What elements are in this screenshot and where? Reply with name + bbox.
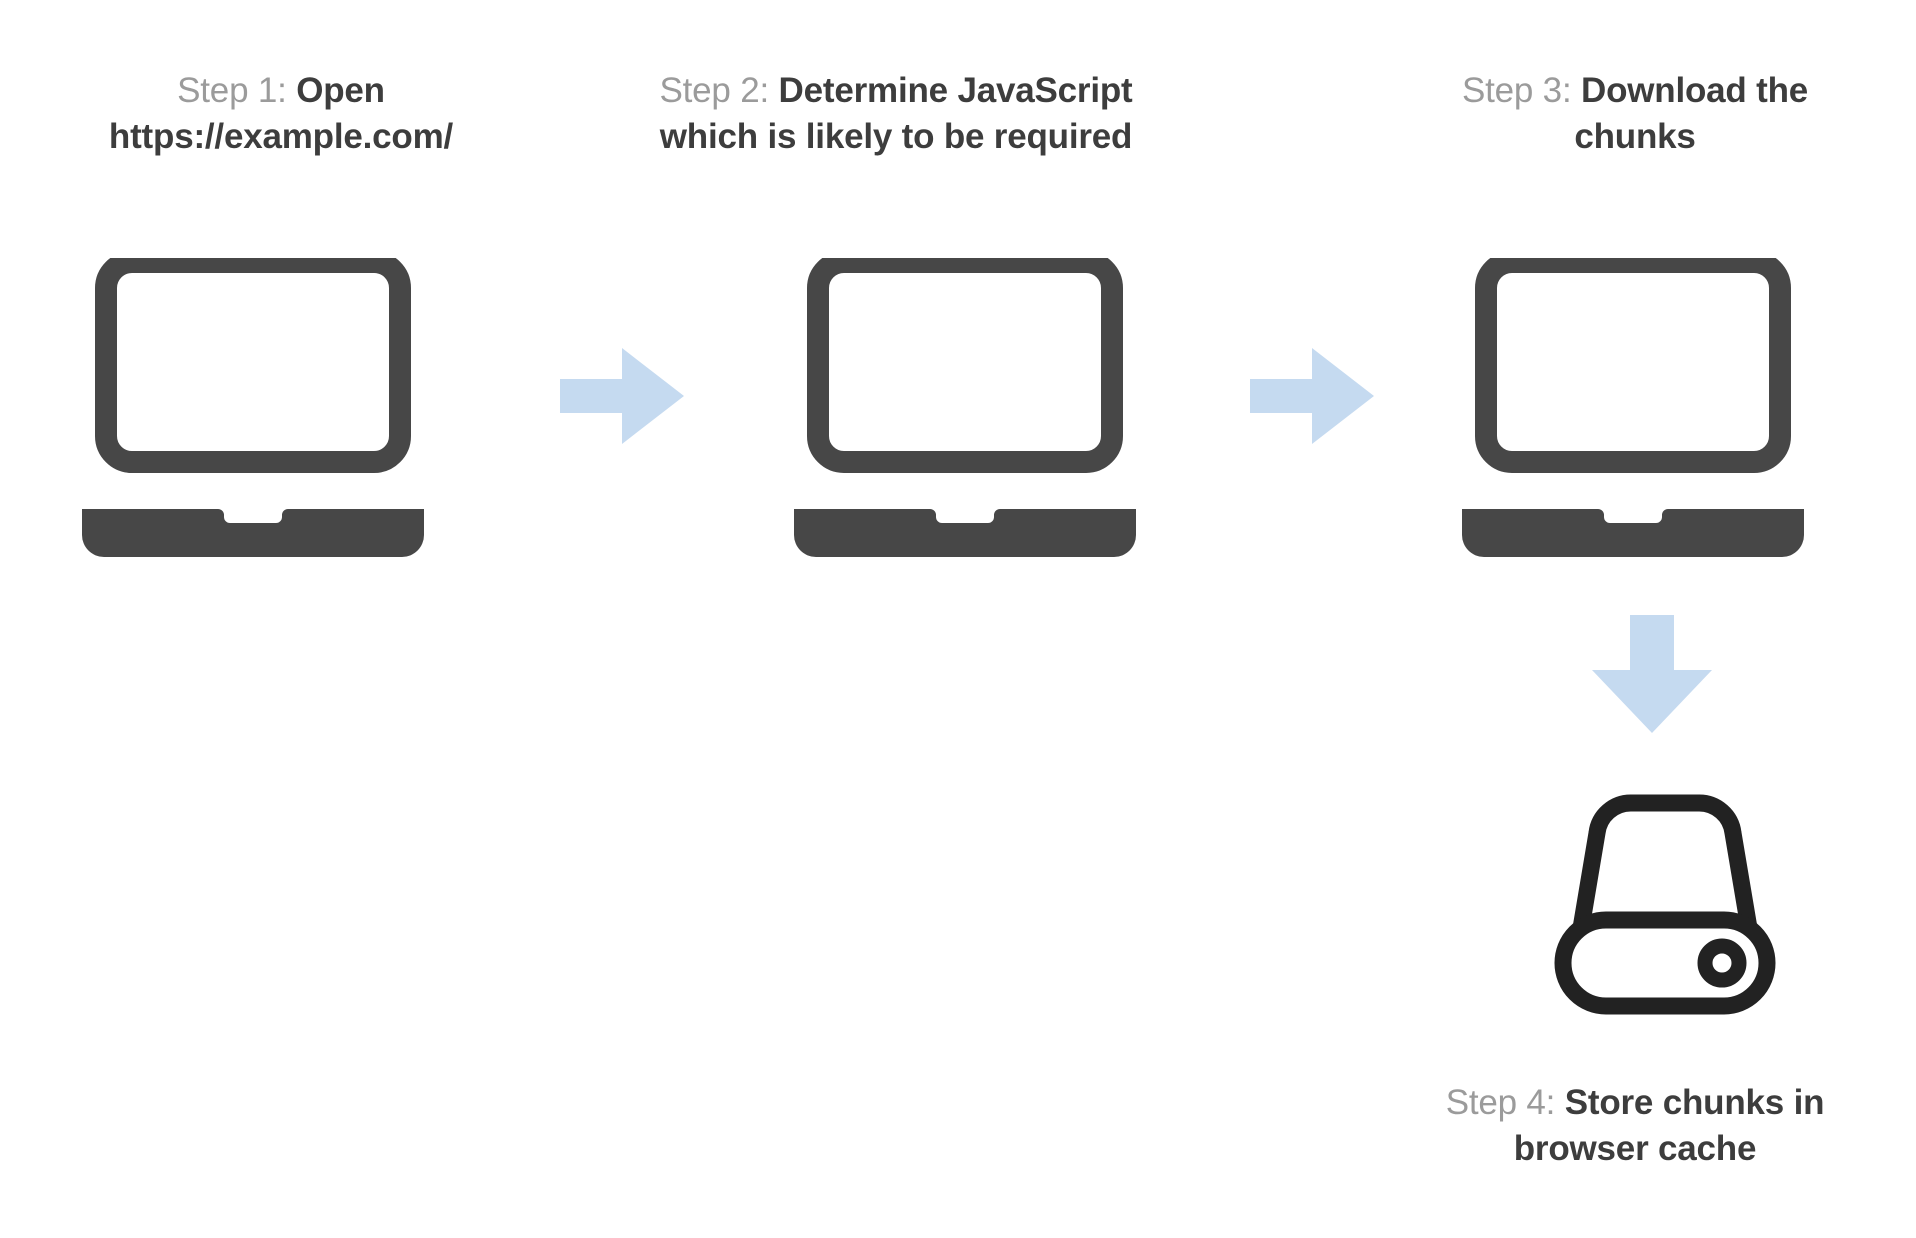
laptop-icon <box>790 251 1140 573</box>
step-3-caption: Step 3: Download the chunks <box>1414 68 1856 159</box>
step-4-caption: Step 4: Store chunks in browser cache <box>1414 1080 1856 1171</box>
step-2-caption: Step 2: Determine JavaScript which is li… <box>640 68 1152 159</box>
step-4-label: Step 4: <box>1445 1083 1565 1122</box>
step-2-label: Step 2: <box>659 71 779 110</box>
step-1-title: Open https://example.com/ <box>108 71 454 156</box>
laptop-icon <box>1458 251 1808 573</box>
step-1-caption: Step 1: Open https://example.com/ <box>46 68 516 159</box>
laptop-icon <box>78 251 428 573</box>
step-3-title: Download the chunks <box>1574 71 1809 156</box>
arrow-down-icon <box>1592 615 1712 738</box>
arrow-right-icon <box>560 348 684 449</box>
step-4-title: Store chunks in browser cache <box>1513 1083 1825 1168</box>
arrow-right-icon <box>1250 348 1374 449</box>
step-1-label: Step 1: <box>177 71 297 110</box>
step-2-title: Determine JavaScript which is likely to … <box>659 71 1133 156</box>
step-3-label: Step 3: <box>1461 71 1581 110</box>
disk-drive-icon <box>1540 780 1790 1025</box>
